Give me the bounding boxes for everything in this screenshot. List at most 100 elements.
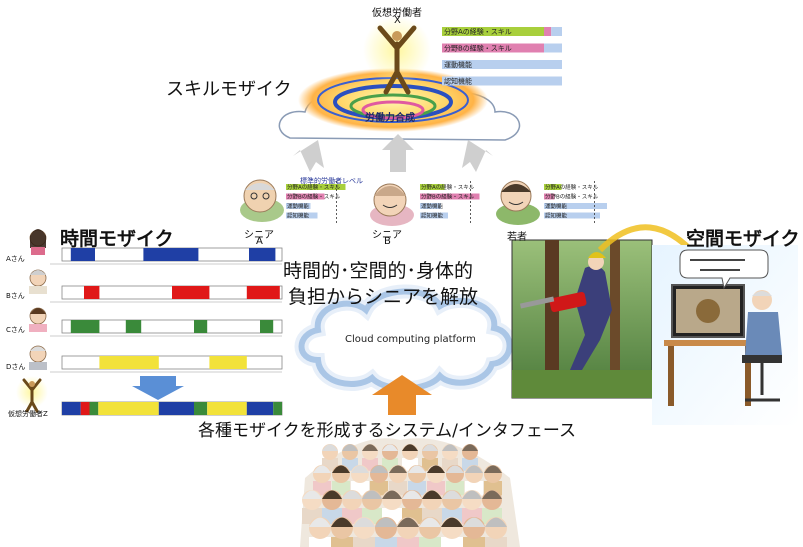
worker-2-skill-0: 分野Aの経験・スキル bbox=[545, 183, 599, 191]
crowd-hair bbox=[484, 465, 502, 473]
worker-2-skill-3: 認知機能 bbox=[545, 212, 568, 220]
worker-0-bar-3 bbox=[286, 212, 318, 219]
worker-a-name: シニア bbox=[244, 230, 274, 241]
young-worker-portrait bbox=[496, 180, 540, 225]
crowd-hair bbox=[351, 465, 369, 473]
crowd-hair bbox=[427, 465, 445, 473]
up-orange-arrow bbox=[372, 375, 432, 415]
crowd-hair bbox=[442, 444, 458, 451]
worker-0-bar-0 bbox=[286, 184, 346, 190]
timeline-1-block-0 bbox=[84, 286, 100, 299]
x-bar-label-0: 分野Aの経験・スキル bbox=[444, 27, 512, 36]
crowd-hair bbox=[309, 517, 331, 527]
center-line-1: 時間的･空間的･身体的 bbox=[283, 260, 474, 282]
cloud-platform-label: Cloud computing platform bbox=[345, 334, 476, 345]
combined-block-3 bbox=[98, 402, 159, 415]
person-d-label: Dさん bbox=[6, 363, 26, 371]
worker-1-skill-1: 分野Bの経験・スキル bbox=[421, 193, 475, 201]
combined-block-2 bbox=[89, 402, 99, 415]
timeline-2 bbox=[61, 319, 283, 334]
crowd-hair bbox=[322, 444, 338, 451]
center-line-2: 負担からシニアを解放 bbox=[288, 286, 479, 308]
worker-a-portrait bbox=[240, 179, 284, 222]
x-bar-label-1: 分野Bの経験・スキル bbox=[444, 44, 512, 53]
x-bar-1-seg-1 bbox=[544, 43, 562, 53]
crowd-hair bbox=[422, 444, 438, 451]
worker-b-name: シニア bbox=[372, 230, 402, 241]
up-arrow-center bbox=[382, 134, 414, 172]
composite-label: 労働力合成 bbox=[365, 113, 415, 124]
up-arrow-left bbox=[293, 140, 324, 172]
worker-0-skill-1: 分野Bの経験・スキル bbox=[287, 193, 341, 201]
combined-block-4 bbox=[158, 402, 194, 415]
timeline-3 bbox=[61, 355, 283, 370]
crowd-hair bbox=[442, 490, 462, 499]
skill-mosaic-scene bbox=[278, 16, 521, 172]
timeline-2-block-3 bbox=[260, 320, 274, 333]
crowd-body bbox=[419, 537, 441, 547]
person-c-label: Cさん bbox=[6, 326, 25, 334]
combined-block-7 bbox=[246, 402, 274, 415]
worker-2-bar-3 bbox=[544, 212, 600, 219]
worker-x-letter: X bbox=[394, 15, 401, 26]
up-arrow-right bbox=[462, 140, 493, 172]
crowd-hair bbox=[446, 465, 464, 473]
worker-1-skill-2: 運動機能 bbox=[421, 202, 444, 210]
crowd-hair bbox=[482, 490, 502, 499]
crowd-hair bbox=[389, 465, 407, 473]
timeline-1-block-1 bbox=[172, 286, 210, 299]
virtual-worker-z-label: 仮想労働者Z bbox=[8, 410, 48, 418]
time-mosaic-timelines bbox=[50, 247, 283, 416]
worker-2-bar-0 bbox=[544, 184, 562, 190]
crowd-hair bbox=[313, 465, 331, 473]
combined-block-1 bbox=[80, 402, 90, 415]
worker-x-label: 仮想労働者 bbox=[372, 8, 422, 19]
crowd-hair bbox=[463, 517, 485, 527]
combined-block-6 bbox=[207, 402, 247, 415]
worker-b-letter: B bbox=[384, 236, 391, 247]
crowd-hair bbox=[353, 517, 375, 527]
bottom-system-label: 各種モザイクを形成するシステム/インタフェース bbox=[198, 421, 577, 441]
crowd-hair bbox=[462, 444, 478, 451]
merge-down-arrow bbox=[132, 376, 184, 400]
person-d-portrait bbox=[29, 345, 47, 370]
crowd-body bbox=[397, 537, 419, 547]
crowd-hair bbox=[375, 517, 397, 527]
person-a-label: Aさん bbox=[6, 255, 25, 263]
person-b-label: Bさん bbox=[6, 292, 25, 300]
crowd-hair bbox=[397, 517, 419, 527]
crowd-hair bbox=[382, 490, 402, 499]
x-bar-0-seg-0 bbox=[442, 27, 544, 36]
crowd-hair bbox=[441, 517, 463, 527]
worker-2-skill-2: 運動機能 bbox=[545, 202, 568, 210]
combined-block-8 bbox=[273, 402, 282, 415]
crowd-hair bbox=[342, 444, 358, 451]
skill-mosaic-title: スキルモザイク bbox=[166, 79, 292, 100]
time-mosaic-title: 時間モザイク bbox=[60, 228, 174, 250]
x-bar-0-seg-2 bbox=[551, 27, 562, 36]
person-b-portrait bbox=[29, 269, 47, 294]
worker-1-bar-2 bbox=[420, 203, 441, 209]
worker-0-skill-3: 認知機能 bbox=[287, 212, 310, 220]
crowd-body bbox=[463, 537, 485, 547]
crowd-hair bbox=[465, 465, 483, 473]
crowd-hair bbox=[362, 490, 382, 499]
time-mosaic-portraits bbox=[16, 229, 48, 413]
space-mosaic-scene bbox=[511, 224, 798, 425]
worker-a-letter: A bbox=[256, 236, 263, 247]
timeline-0-block-2 bbox=[249, 248, 276, 261]
timeline-3-block-0 bbox=[99, 356, 159, 369]
worker-x-head bbox=[392, 31, 402, 41]
young-worker-name: 若者 bbox=[507, 232, 527, 243]
crowd-hair bbox=[382, 444, 398, 451]
x-bar-label-2: 運動機能 bbox=[444, 60, 472, 69]
crowd-body bbox=[375, 537, 397, 547]
virtual-worker-z-portrait bbox=[16, 376, 48, 413]
worker-0-bar-2 bbox=[286, 203, 311, 209]
x-bar-2-seg-0 bbox=[442, 60, 562, 69]
combined-block-0 bbox=[62, 402, 81, 415]
x-bar-0-seg-1 bbox=[544, 27, 552, 36]
crowd-hair bbox=[302, 490, 322, 499]
